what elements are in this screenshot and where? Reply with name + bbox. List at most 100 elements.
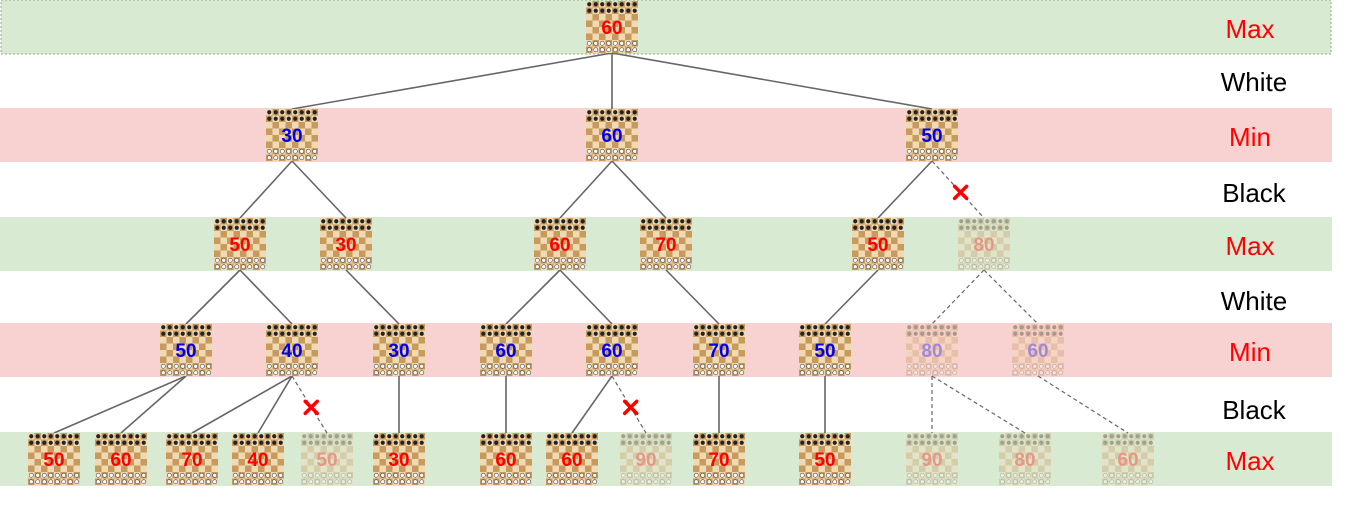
node-value: 30 [335,235,356,256]
level-band-max [0,432,1332,486]
chessboard-icon [373,324,425,376]
chessboard-icon [958,218,1010,270]
node-value: 30 [388,341,409,362]
chessboard-icon [160,324,212,376]
chessboard-icon [693,324,745,376]
tree-edge [824,269,879,325]
prune-cross-icon [303,399,319,416]
level-label-min: Min [1229,122,1271,152]
node-value: 50 [814,341,835,362]
tree-node: 50 [852,218,904,270]
tree-edge [191,375,293,434]
node-value: 70 [708,450,729,471]
tree-edge [665,269,720,325]
prune-marks [303,184,969,416]
node-value: 60 [495,450,516,471]
level-label-max: Max [1225,14,1274,44]
tree-node: 50 [906,109,958,161]
chessboard-icon [586,109,638,161]
node-value: 50 [921,126,942,147]
tree-edge [53,375,187,434]
chessboard-icon [906,324,958,376]
tree-node: 70 [693,433,745,485]
chessboard-icon [1102,433,1154,485]
tree-node: 30 [320,218,372,270]
chessboard-icon [166,433,218,485]
tree-node: 70 [693,324,745,376]
node-value: 60 [495,341,516,362]
node-value: 60 [110,450,131,471]
node-value: 90 [921,450,942,471]
node-value: 50 [229,235,250,256]
node-value: 90 [635,450,656,471]
tree-node: 90 [620,433,672,485]
tree-node: 80 [906,324,958,376]
chessboard-icon [534,218,586,270]
tree-node: 50 [799,433,851,485]
tree-node: 40 [266,324,318,376]
node-value: 60 [1117,450,1138,471]
tree-edge [877,160,933,219]
tree-node: 60 [546,433,598,485]
chessboard-icon [301,433,353,485]
node-value: 60 [601,18,622,39]
chessboard-icon [586,324,638,376]
tree-edge [291,160,347,219]
tree-node: 60 [586,324,638,376]
turn-label-white: White [1221,286,1287,316]
chessboard-icon [999,433,1051,485]
chessboard-icon [906,433,958,485]
tree-edge [571,375,613,434]
node-value: 70 [708,341,729,362]
tree-edge [120,375,187,434]
tree-edge [239,269,293,325]
node-value: 40 [281,341,302,362]
node-value: 60 [601,126,622,147]
pruned-edge [983,269,1039,325]
tree-edge [345,269,400,325]
chessboard-icon [640,218,692,270]
node-value: 70 [181,450,202,471]
level-band-min [0,108,1332,162]
tree-node: 50 [799,324,851,376]
tree-node: 60 [1102,433,1154,485]
tree-edge [257,375,293,434]
tree-node: 50 [160,324,212,376]
tree-node: 40 [232,433,284,485]
level-bands [0,0,1332,486]
level-label-min: Min [1229,337,1271,367]
tree-node: 70 [640,218,692,270]
chessboard-icon [232,433,284,485]
turn-label-black: Black [1222,395,1287,425]
tree-node: 60 [480,324,532,376]
node-value: 80 [921,341,942,362]
node-value: 40 [247,450,268,471]
level-label-max: Max [1225,231,1274,261]
level-band-min [0,323,1332,377]
prune-cross-icon [952,184,969,201]
chessboard-icon [28,433,80,485]
node-value: 30 [388,450,409,471]
tree-edges [53,52,1129,434]
tree-node: 60 [586,109,638,161]
node-value: 60 [601,341,622,362]
tree-node: 30 [373,433,425,485]
tree-edge [239,160,293,219]
tree-node: 60 [534,218,586,270]
node-value: 70 [655,235,676,256]
pruned-edge [931,269,985,325]
node-value: 30 [281,126,302,147]
tree-node: 60 [1012,324,1064,376]
chessboard-icon [1012,324,1064,376]
tree-node: 50 [28,433,80,485]
tree-edge [505,269,561,325]
tree-node: 50 [301,433,353,485]
tree-node: 60 [586,1,638,53]
chessboard-icon [95,433,147,485]
chessboard-icon [586,1,638,53]
turn-label-white: White [1221,67,1287,97]
turn-label-black: Black [1222,178,1287,208]
level-label-max: Max [1225,446,1274,476]
node-value: 60 [549,235,570,256]
